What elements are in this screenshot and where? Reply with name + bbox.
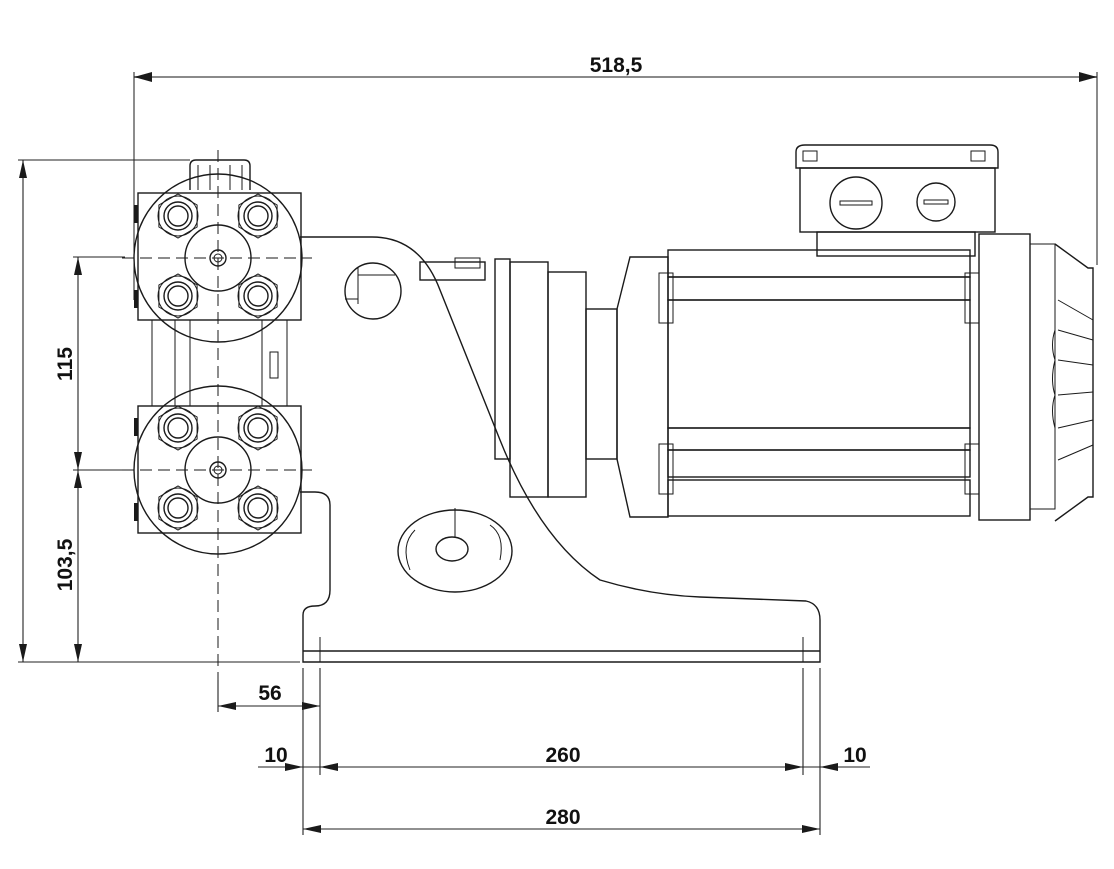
gearbox — [419, 257, 618, 498]
label-base-length: 280 — [545, 806, 580, 829]
label-port-spacing: 115 — [54, 347, 77, 381]
label-lower-port-height: 103,5 — [54, 538, 77, 591]
hex-nut-icon — [238, 485, 278, 531]
dimension-port-spacing: 115 103,5 — [54, 256, 125, 662]
pump-connector-body — [151, 319, 288, 407]
bolt-ring — [247, 497, 269, 519]
motor-fin-top — [667, 249, 971, 278]
arrow-left-icon — [134, 72, 152, 82]
bolt-ring — [163, 281, 193, 311]
hex-nut-icon — [238, 405, 278, 451]
arrow-up-icon — [74, 257, 82, 275]
bolt-ring — [237, 275, 279, 317]
arrow-down-icon — [74, 452, 82, 470]
propeller-cutout — [397, 508, 513, 593]
label-port-to-base: 56 — [258, 682, 281, 705]
terminal-box-lid — [795, 144, 999, 169]
fan-cover-grille — [1054, 243, 1094, 522]
bolt-ring — [163, 201, 193, 231]
cable-gland-large — [829, 176, 883, 230]
bolt-ring — [237, 407, 279, 449]
label-right-margin: 10 — [843, 744, 866, 767]
bolt-ring — [163, 413, 193, 443]
arrow-right-icon — [1079, 72, 1097, 82]
dimension-overall-length: 518,5 — [133, 54, 1098, 300]
arrow-up-icon — [74, 470, 82, 488]
bolt-ring — [167, 417, 189, 439]
dimension-port-to-base: 56 — [217, 680, 320, 712]
bolt-ring — [237, 487, 279, 529]
fan-cover — [978, 233, 1094, 522]
bolt-ring — [243, 201, 273, 231]
bolt-group — [157, 193, 279, 531]
bolt-ring — [157, 407, 199, 449]
top-cap — [189, 159, 251, 190]
hex-nut-icon — [238, 273, 278, 319]
bolt-ring — [247, 205, 269, 227]
bolt-ring — [157, 487, 199, 529]
hex-nut-icon — [238, 193, 278, 239]
terminal-box — [795, 144, 999, 257]
bolt-ring — [237, 195, 279, 237]
motor-flange — [616, 256, 669, 518]
arrow-up-icon — [19, 160, 27, 178]
upper-pump-housing — [137, 192, 302, 321]
bolt-ring — [243, 493, 273, 523]
arrow-down-icon — [74, 644, 82, 662]
bracket — [300, 236, 821, 663]
hex-nut-icon — [158, 193, 198, 239]
bracket-outline — [300, 236, 821, 663]
hex-nut-icon — [158, 405, 198, 451]
bolt-ring — [243, 281, 273, 311]
label-left-margin: 10 — [264, 744, 287, 767]
dimension-overall-height — [18, 159, 300, 663]
bolt-ring — [167, 285, 189, 307]
motor-fin-bottom — [667, 479, 971, 517]
label-overall-length: 518,5 — [590, 54, 643, 77]
bolt-ring — [157, 275, 199, 317]
cable-gland-small — [916, 182, 956, 222]
bolt-ring — [157, 195, 199, 237]
terminal-box-body — [799, 167, 996, 233]
dimension-hole-spacing: 10 260 10 — [258, 668, 870, 835]
hex-nut-icon — [158, 485, 198, 531]
bolt-ring — [167, 497, 189, 519]
bracket-hole — [344, 262, 402, 320]
motor-body — [667, 299, 971, 429]
bolt-ring — [167, 205, 189, 227]
hex-nut-icon — [158, 273, 198, 319]
bolt-ring — [247, 285, 269, 307]
bolt-ring — [243, 413, 273, 443]
label-hole-spacing: 260 — [545, 744, 580, 767]
bolt-ring — [163, 493, 193, 523]
fan-cover-ring — [978, 233, 1031, 521]
arrow-down-icon — [19, 644, 27, 662]
pump-heads — [122, 150, 312, 680]
motor — [616, 249, 980, 518]
bolt-ring — [247, 417, 269, 439]
dimension-base-length: 280 — [303, 806, 820, 833]
base-plate — [303, 637, 820, 662]
